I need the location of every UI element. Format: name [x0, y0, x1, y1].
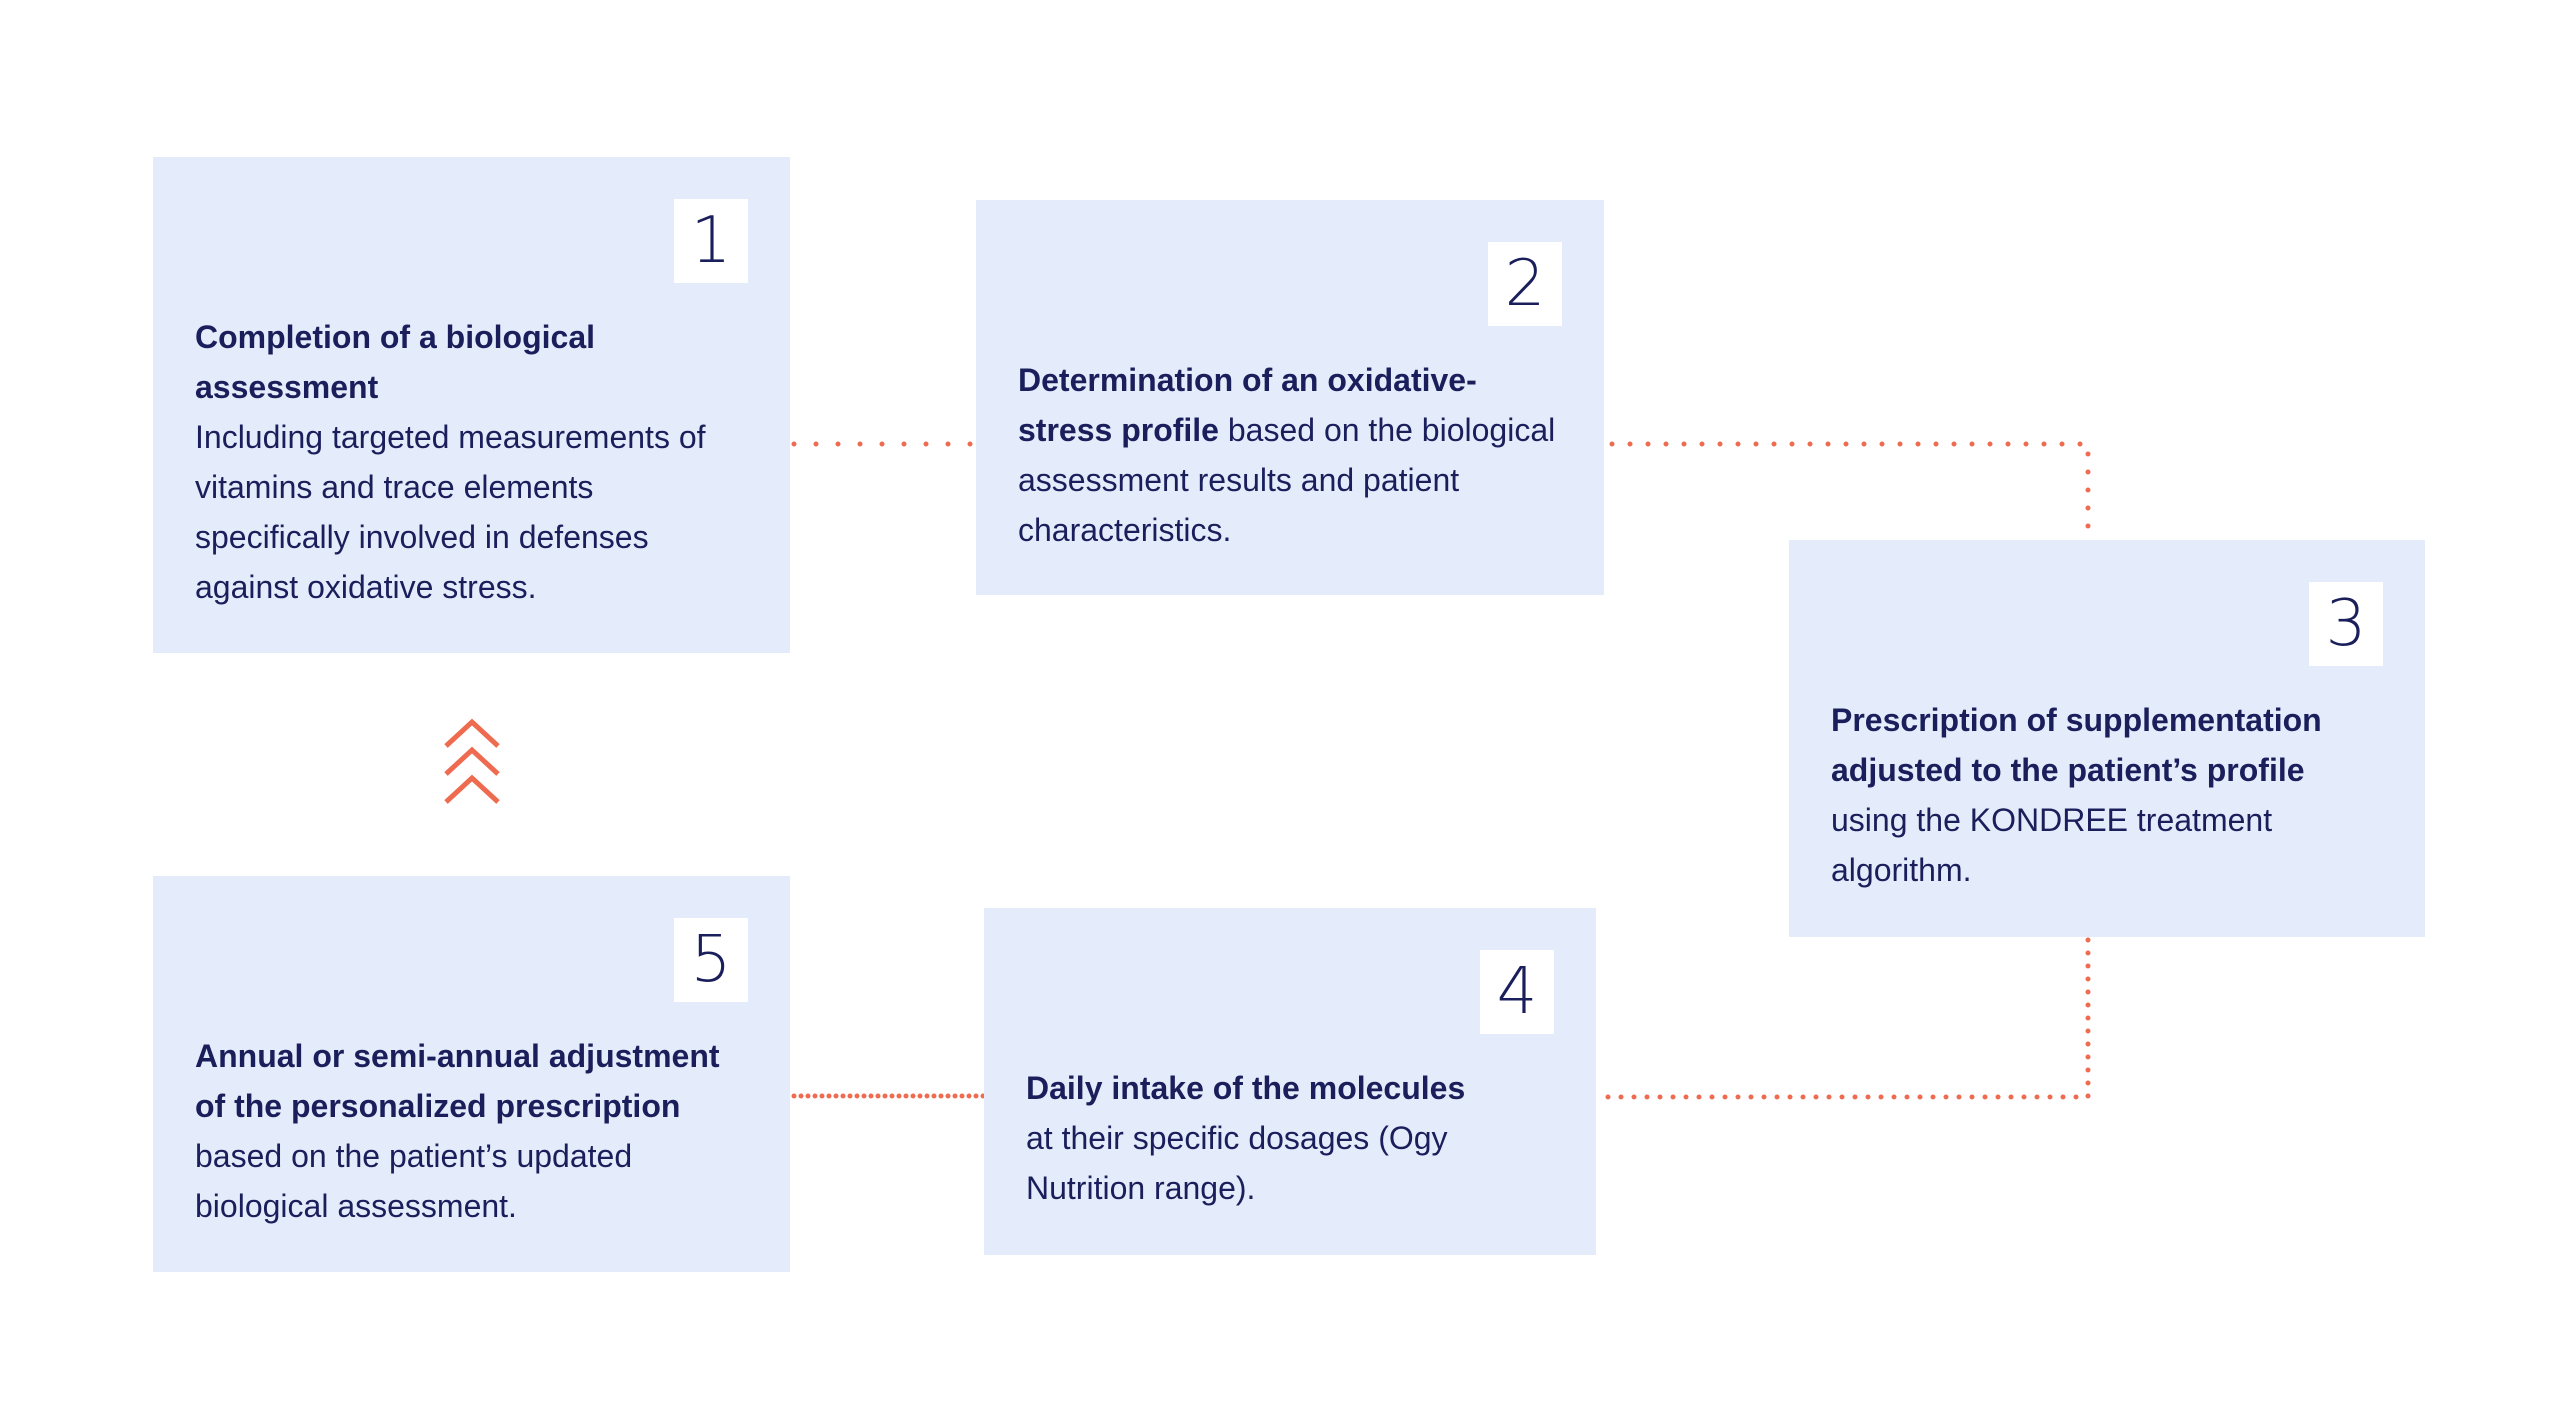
- step-description: Annual or semi-annual adjustment of the …: [195, 1031, 750, 1231]
- connector-3-to-4: [1595, 937, 2091, 1100]
- step-title: Determination of an oxidative-stress pro…: [1018, 362, 1477, 448]
- step-description: Completion of a biological assessment In…: [195, 312, 750, 612]
- step-title: Completion of a biological assessment: [195, 319, 595, 405]
- step-number-badge: 2: [1488, 242, 1562, 326]
- step-number-badge: 5: [674, 918, 748, 1002]
- step-card-3: 3 Prescription of supplementation adjust…: [1789, 540, 2425, 937]
- step-body: Including targeted measurements of vitam…: [195, 419, 706, 605]
- step-card-4: 4 Daily intake of the molecules at their…: [984, 908, 1596, 1255]
- triple-chevron-up-icon: [444, 718, 500, 804]
- connector-2-to-3: [1609, 441, 2091, 543]
- step-card-1: 1 Completion of a biological assessment …: [153, 157, 790, 653]
- step-body: based on the patient’s updated biologica…: [195, 1138, 633, 1224]
- step-card-2: 2 Determination of an oxidative-stress p…: [976, 200, 1604, 595]
- step-card-5: 5 Annual or semi-annual adjustment of th…: [153, 876, 790, 1272]
- step-number-badge: 3: [2309, 582, 2383, 666]
- step-number-badge: 4: [1480, 950, 1554, 1034]
- step-description: Prescription of supplementation adjusted…: [1831, 695, 2385, 895]
- step-body: at their specific dosages (Ogy Nutrition…: [1026, 1120, 1448, 1206]
- step-description: Determination of an oxidative-stress pro…: [1018, 355, 1564, 555]
- step-body: based on the biological assessment resul…: [1018, 412, 1556, 548]
- step-body: using the KONDREE treatment algorithm.: [1831, 802, 2273, 888]
- step-number-badge: 1: [674, 199, 748, 283]
- step-title: Prescription of supplementation adjusted…: [1831, 702, 2322, 788]
- step-description: Daily intake of the molecules at their s…: [1026, 1063, 1556, 1213]
- step-title: Daily intake of the molecules: [1026, 1070, 1466, 1106]
- step-title: Annual or semi-annual adjustment of the …: [195, 1038, 720, 1124]
